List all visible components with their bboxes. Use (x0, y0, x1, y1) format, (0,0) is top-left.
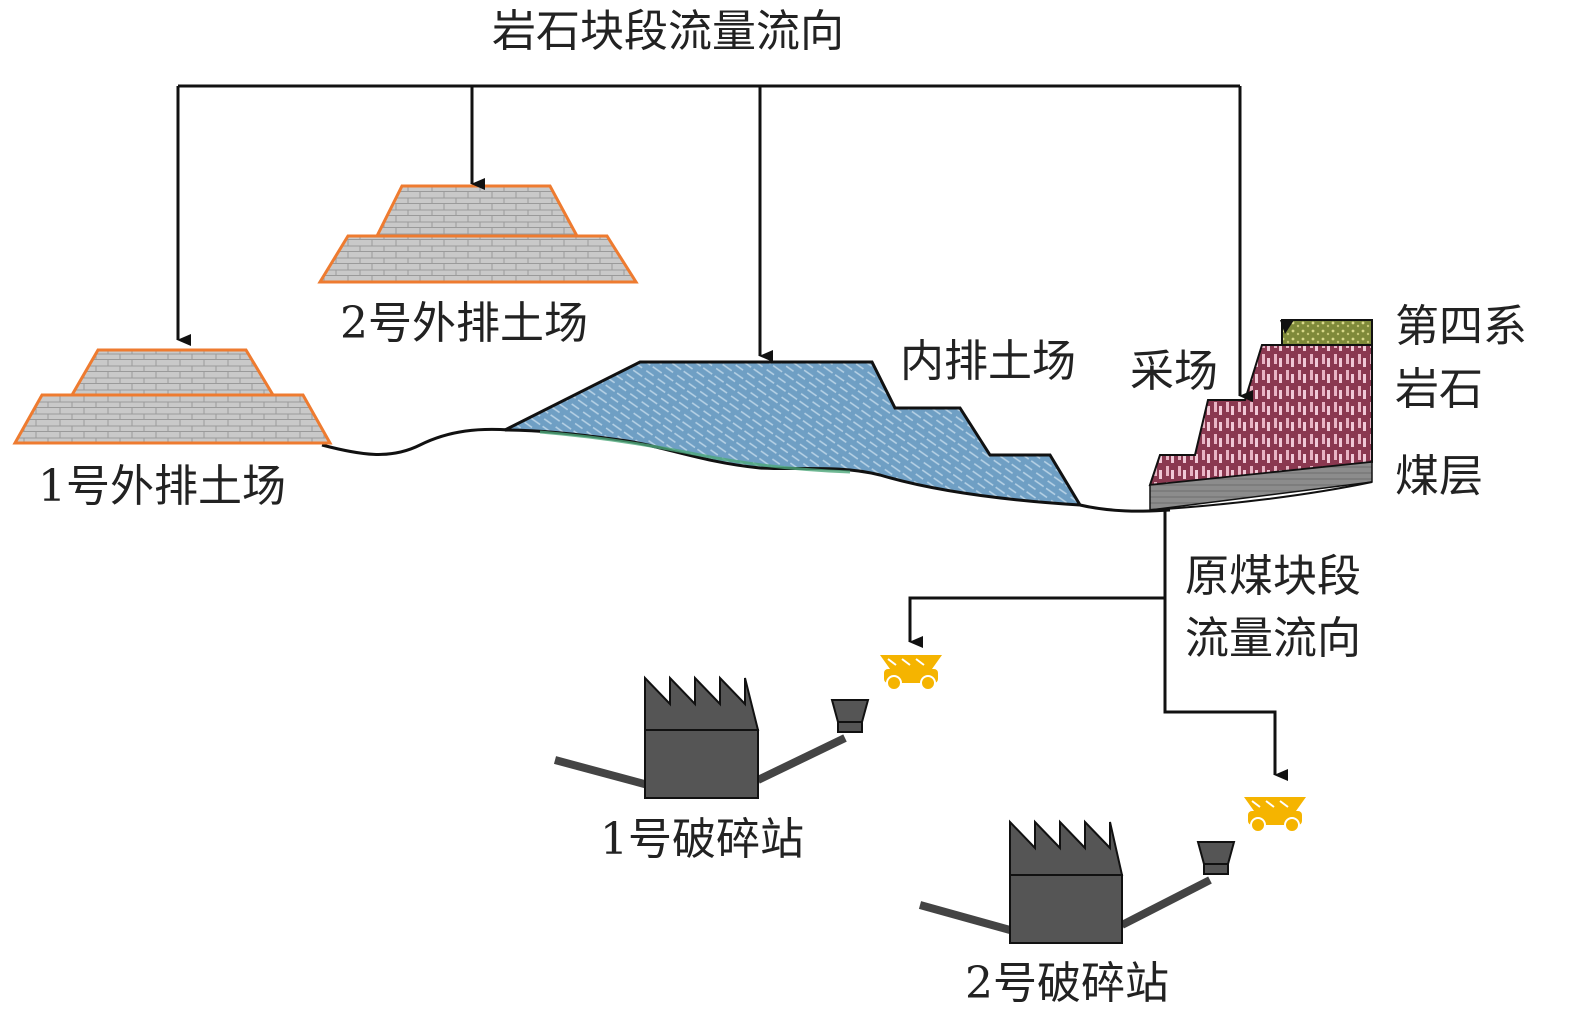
label-pit: 采场 (1130, 346, 1218, 397)
label-coal-flow-line-2: 流量流向 (1185, 613, 1361, 664)
dump-2 (317, 184, 639, 284)
crusher-1-icon (553, 675, 870, 799)
diagram-title: 岩石块段流量流向 (492, 6, 844, 57)
label-crusher-2: 2号破碎站 (965, 958, 1169, 1009)
label-quaternary: 第四系 (1395, 301, 1527, 352)
label-coal-flow-line-1: 原煤块段 (1185, 551, 1361, 602)
label-dump-1: 1号外排土场 (38, 461, 286, 512)
label-coal-seam: 煤层 (1395, 451, 1483, 502)
coal-flow-arrows (908, 510, 1288, 781)
rock-flow-arrows (176, 84, 1253, 402)
pit-wall (1148, 319, 1373, 511)
dump-1 (12, 348, 333, 445)
truck-icon (1244, 797, 1306, 833)
label-coal-flow: 原煤块段 流量流向 (1185, 546, 1361, 670)
label-dump-2: 2号外排土场 (340, 298, 588, 349)
crusher-2-icon (918, 819, 1236, 944)
label-crusher-1: 1号破碎站 (600, 814, 804, 865)
label-rock: 岩石 (1395, 364, 1483, 415)
label-inner-dump: 内排土场 (900, 336, 1076, 387)
inner-dump-base-tint (539, 430, 851, 474)
truck-icon (880, 655, 942, 691)
ground-line (321, 427, 1171, 513)
